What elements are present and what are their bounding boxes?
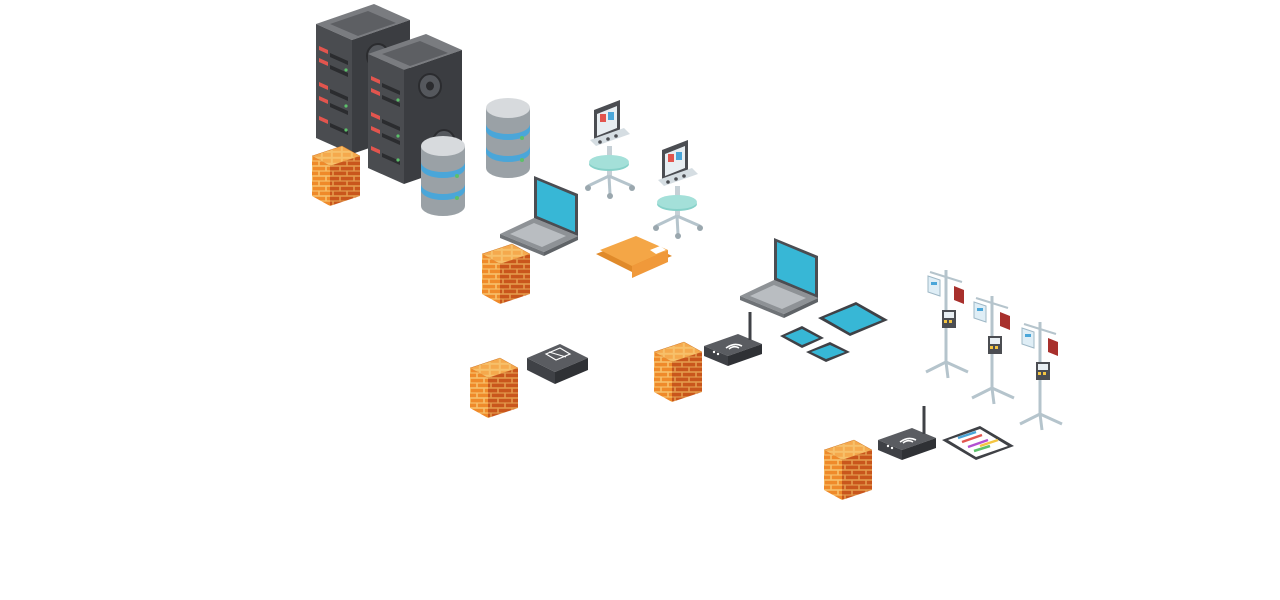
- tablet-icon: [818, 302, 888, 336]
- iv-pole-icon: [1020, 322, 1062, 430]
- iv-pole-icon: [926, 270, 968, 378]
- database-icon: [486, 98, 530, 178]
- firewall-icon: [312, 146, 360, 206]
- network-switch-group: [470, 344, 588, 418]
- firewall-icon: [654, 342, 702, 402]
- firewall-icon: [824, 440, 872, 500]
- phone-icon: [780, 326, 824, 348]
- laptop-icon: [740, 238, 818, 318]
- firewall-icon: [482, 244, 530, 304]
- database-icon: [421, 136, 465, 216]
- medical-cart-monitor-icon: [653, 140, 703, 239]
- data-center-group: [312, 4, 530, 216]
- tablet-chart-icon: [942, 426, 1014, 460]
- wifi-router-icon: [704, 312, 762, 366]
- folder-icon: [596, 236, 672, 278]
- iv-pole-icon: [972, 296, 1014, 404]
- mobile-devices-group: [654, 238, 888, 402]
- medical-cart-monitor-icon: [585, 100, 635, 199]
- firewall-icon: [470, 358, 518, 418]
- network-switch-icon: [527, 344, 588, 384]
- phone-icon: [806, 342, 850, 362]
- wifi-router-icon: [878, 406, 936, 460]
